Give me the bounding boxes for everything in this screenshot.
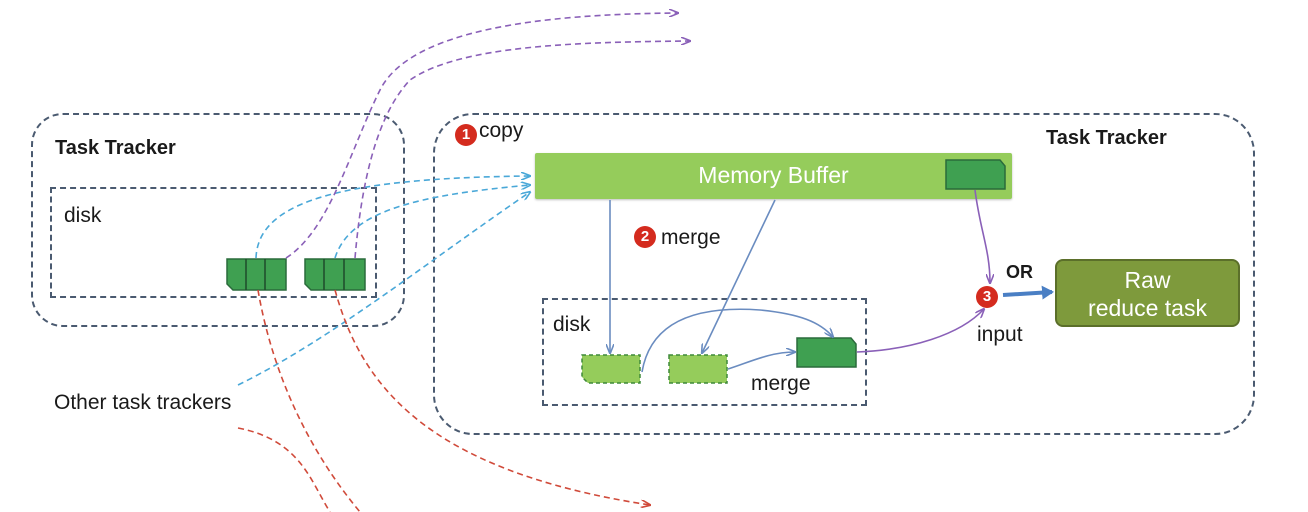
disk-merge-arrow-curve: [641, 308, 833, 373]
other-task-trackers-label: Other task trackers: [54, 391, 232, 414]
step3-input-label: input: [977, 323, 1023, 346]
disk-merge-label: merge: [751, 372, 811, 395]
left-disk-label: disk: [64, 204, 102, 227]
copy-arrow-1: [255, 176, 530, 259]
right-tracker-title: Task Tracker: [1046, 127, 1167, 149]
input-arrow-from-disk: [856, 309, 984, 353]
left-tracker-title: Task Tracker: [55, 137, 176, 159]
outbound-arrow-red-3: [237, 427, 331, 512]
right-disk-label: disk: [553, 313, 591, 336]
spill-segment-2: [668, 354, 728, 384]
or-label: OR: [1006, 262, 1033, 282]
step2-badge: 2: [634, 226, 656, 248]
merged-spill-segment: [796, 337, 857, 368]
right-task-tracker: [433, 113, 1255, 435]
copy-arrow-2: [334, 185, 530, 259]
spill-segment-1: [581, 354, 641, 384]
map-output-segment-1: [226, 258, 287, 291]
copy-arrow-other: [237, 192, 530, 386]
left-task-tracker: [31, 113, 405, 327]
left-disk-box: [50, 187, 377, 298]
outbound-arrow-red-1: [257, 289, 361, 512]
reduce-task-label-line2: reduce task: [1088, 295, 1207, 321]
map-output-segment-2: [304, 258, 366, 291]
outbound-arrow-purple-1: [285, 13, 678, 259]
outbound-arrow-purple-2: [354, 41, 690, 259]
memory-buffer-label: Memory Buffer: [698, 162, 849, 188]
reduce-input-arrow: [1002, 285, 1054, 300]
memory-buffer: Memory Buffer: [535, 153, 1012, 199]
raw-reduce-task: Raw reduce task: [1055, 259, 1240, 327]
disk-merge-arrow-short: [727, 352, 795, 370]
step1-badge: 1: [455, 124, 477, 146]
step3-badge: 3: [976, 286, 998, 308]
outbound-arrow-red-2: [334, 289, 650, 505]
step2-merge-label: merge: [661, 226, 721, 249]
step1-copy-label: copy: [479, 119, 524, 142]
merge-arrow-buffer-to-disk-2: [702, 199, 776, 353]
reduce-task-label-line1: Raw: [1124, 267, 1171, 293]
input-arrow-from-buffer: [974, 189, 990, 283]
buffer-segment: [945, 159, 1006, 190]
